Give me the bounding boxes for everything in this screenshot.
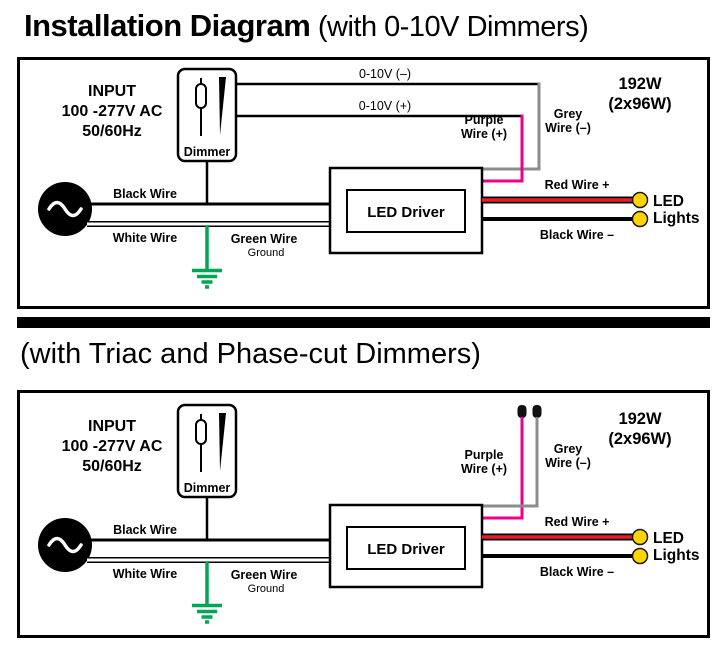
p1-led-lights-label-1: LED	[653, 193, 684, 210]
p1-black-wire-label: Black Wire	[113, 187, 177, 201]
p1-purple-wire	[483, 114, 524, 183]
p2-dimmer-slider-handle-icon	[195, 419, 207, 445]
p1-ctrl-neg-label: 0-10V (–)	[359, 67, 411, 81]
p2-input-line2: 100 -277V AC	[62, 438, 163, 455]
p2-driver-inner-box	[346, 526, 466, 570]
p2-white-wire-label: White Wire	[113, 567, 178, 581]
p1-driver-inner-box	[346, 189, 466, 233]
p2-green-wire-label: Green Wire	[231, 568, 298, 582]
p1-black-output-label: Black Wire –	[540, 228, 614, 242]
p1-grey-label-2: Wire (–)	[545, 121, 591, 135]
p2-grey-label-1: Grey	[554, 442, 583, 456]
p1-ctrl-pos-label: 0-10V (+)	[359, 99, 411, 113]
p1-green-wire-label: Green Wire	[231, 232, 298, 246]
p2-led-lights-label-1: LED	[653, 530, 684, 547]
p2-sine-wave-icon	[47, 536, 83, 554]
section-title-triac: (with Triac and Phase-cut Dimmers)	[20, 338, 481, 370]
p2-grey-label-2: Wire (–)	[545, 456, 591, 470]
p1-input-line3: 50/60Hz	[82, 123, 142, 140]
p1-grey-wire	[483, 82, 541, 171]
p2-driver-label: LED Driver	[367, 541, 445, 558]
p2-red-wire-label: Red Wire +	[545, 515, 610, 529]
p1-grey-label-1: Grey	[554, 107, 583, 121]
p1-white-wire-label: White Wire	[113, 231, 178, 245]
p1-ground-symbol	[192, 226, 222, 289]
p1-led-terminal-bottom	[631, 210, 649, 228]
p2-ac-source-icon	[38, 518, 92, 572]
p2-input-line3: 50/60Hz	[82, 458, 142, 475]
p1-dimmer-label: Dimmer	[184, 145, 231, 159]
p2-dimmer-label: Dimmer	[184, 481, 231, 495]
p2-led-terminal-top	[631, 528, 649, 546]
diagram-panel-0-10v: INPUT 100 -277V AC 50/60Hz Dimmer 0-10V …	[17, 57, 710, 309]
p2-black-wire-label: Black Wire	[113, 523, 177, 537]
p1-led-terminal-top	[631, 191, 649, 209]
p1-sine-wave-icon	[47, 200, 83, 218]
p2-input-line1: INPUT	[88, 418, 136, 435]
p1-led-lights-label-2: Lights	[653, 210, 700, 227]
p1-ground-label: Ground	[248, 247, 285, 259]
p2-purple-label-1: Purple	[465, 448, 504, 462]
p2-ground-label: Ground	[248, 583, 285, 595]
p2-ground-symbol	[192, 562, 222, 624]
p2-dimmer-wedge-icon	[219, 413, 226, 471]
page-title-main: Installation Diagram	[24, 8, 311, 43]
p1-input-line2: 100 -277V AC	[62, 103, 163, 120]
p1-purple-label-2: Wire (+)	[461, 127, 507, 141]
p2-power-line2: (2x96W)	[608, 430, 671, 448]
section-divider	[17, 317, 710, 328]
p1-purple-label-1: Purple	[465, 113, 504, 127]
p2-power-line1: 192W	[618, 410, 662, 428]
p1-input-line1: INPUT	[88, 83, 136, 100]
p2-led-terminal-bottom	[631, 547, 649, 565]
p2-grey-wire	[483, 417, 539, 508]
p2-black-output-label: Black Wire –	[540, 565, 614, 579]
page-title-sub: (with 0-10V Dimmers)	[310, 11, 589, 43]
p2-purple-wire-cap	[517, 405, 527, 418]
p1-power-line2: (2x96W)	[608, 95, 671, 113]
p1-dimmer-slider-handle-icon	[195, 83, 207, 109]
p1-driver-label: LED Driver	[367, 204, 445, 221]
p1-dimmer-symbol: Dimmer	[176, 67, 238, 163]
p2-grey-wire-cap	[532, 405, 542, 418]
p1-red-wire-label: Red Wire +	[545, 178, 610, 192]
p2-led-lights-label-2: Lights	[653, 547, 700, 564]
page-title: Installation Diagram (with 0-10V Dimmers…	[24, 8, 589, 44]
p1-dimmer-wedge-icon	[219, 77, 226, 135]
p2-dimmer-symbol: Dimmer	[176, 403, 238, 499]
p2-purple-label-2: Wire (+)	[461, 462, 507, 476]
p1-power-line1: 192W	[618, 75, 662, 93]
p1-ac-source-icon	[38, 182, 92, 236]
diagram-panel-triac: INPUT 100 -277V AC 50/60Hz Dimmer Purple…	[17, 390, 710, 638]
p2-purple-wire	[483, 417, 524, 520]
